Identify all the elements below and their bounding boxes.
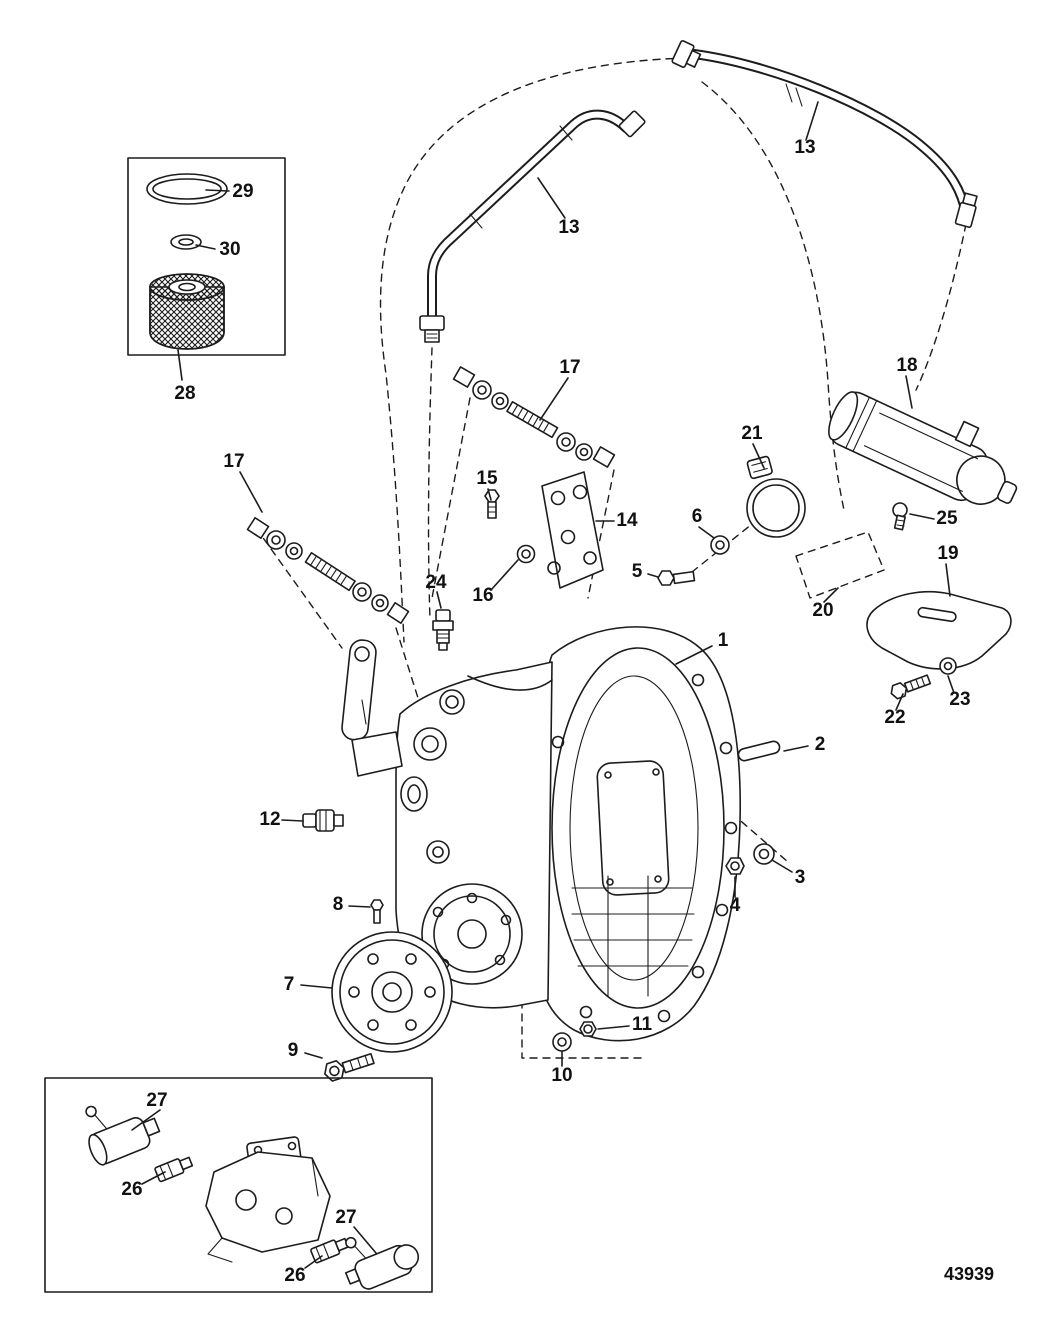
callout-22: 22: [884, 707, 906, 728]
transmission-housing: [341, 626, 742, 1042]
callout-20: 20: [812, 600, 834, 621]
control-valve-box: [44, 1077, 433, 1293]
bolt: [657, 570, 696, 586]
oil-cooler: [828, 391, 1018, 505]
callout-30: 30: [219, 239, 241, 260]
solenoid-cylinder: [85, 1105, 161, 1166]
filter-assembly-box: [127, 157, 286, 356]
washer: [552, 1032, 572, 1052]
bolt-kit-left: [246, 516, 410, 625]
hose-clamp: [746, 455, 806, 538]
callout-13: 13: [558, 217, 580, 238]
callout-9: 9: [287, 1040, 299, 1061]
shield-plate: [866, 590, 1012, 670]
bolt: [484, 489, 500, 519]
callout-27: 27: [335, 1207, 357, 1228]
washer: [516, 544, 536, 564]
callout-2: 2: [814, 734, 826, 755]
hose-fitting: [618, 110, 646, 138]
shift-lever-arm: [341, 639, 403, 777]
callout-3: 3: [794, 867, 806, 888]
washer: [753, 843, 775, 865]
callout-12: 12: [259, 809, 281, 830]
fitting-plug: [154, 1156, 194, 1183]
callout-26: 26: [284, 1265, 306, 1286]
screw: [892, 502, 908, 531]
callout-7: 7: [283, 974, 295, 995]
washer: [939, 657, 957, 675]
o-ring: [146, 173, 228, 205]
mount-bracket: [541, 471, 604, 589]
dowel-pin: [737, 740, 781, 762]
gasket: [795, 531, 885, 599]
output-coupler: [331, 931, 453, 1053]
washer: [710, 535, 730, 555]
callout-18: 18: [896, 355, 918, 376]
filter-element: [149, 273, 225, 350]
hose-fitting: [954, 192, 978, 229]
callout-28: 28: [174, 383, 196, 404]
callout-4: 4: [729, 895, 741, 916]
callout-17: 17: [223, 451, 245, 472]
callout-1: 1: [717, 630, 729, 651]
bolt-kit-top: [452, 366, 616, 468]
callout-5: 5: [631, 561, 643, 582]
nut: [579, 1021, 597, 1037]
callout-15: 15: [476, 468, 498, 489]
water-hose-left: [419, 109, 646, 343]
callout-25: 25: [936, 508, 958, 529]
sender: [302, 809, 344, 832]
solenoid-cylinder: [344, 1236, 420, 1290]
callout-14: 14: [616, 510, 638, 531]
callout-8: 8: [332, 894, 344, 915]
callout-17: 17: [559, 357, 581, 378]
callout-21: 21: [741, 423, 763, 444]
water-hose-right: [671, 40, 978, 229]
hose-fitting: [671, 40, 702, 68]
callout-24: 24: [425, 572, 447, 593]
callout-10: 10: [551, 1065, 573, 1086]
callout-19: 19: [937, 543, 959, 564]
valve-body: [205, 1136, 331, 1263]
bolt: [370, 899, 384, 924]
callout-23: 23: [949, 689, 971, 710]
callout-29: 29: [232, 181, 254, 202]
bolt: [890, 674, 932, 700]
nut: [725, 857, 745, 875]
callout-13: 13: [794, 137, 816, 158]
seal-washer: [170, 234, 202, 250]
callout-26: 26: [121, 1179, 143, 1200]
sensor: [432, 609, 454, 651]
hose-fitting: [419, 315, 445, 343]
leader-lines: [131, 101, 955, 1269]
drawing-number: 43939: [944, 1264, 995, 1284]
callout-27: 27: [146, 1090, 168, 1111]
callout-6: 6: [691, 506, 703, 527]
callout-16: 16: [472, 585, 494, 606]
callout-11: 11: [631, 1014, 653, 1035]
